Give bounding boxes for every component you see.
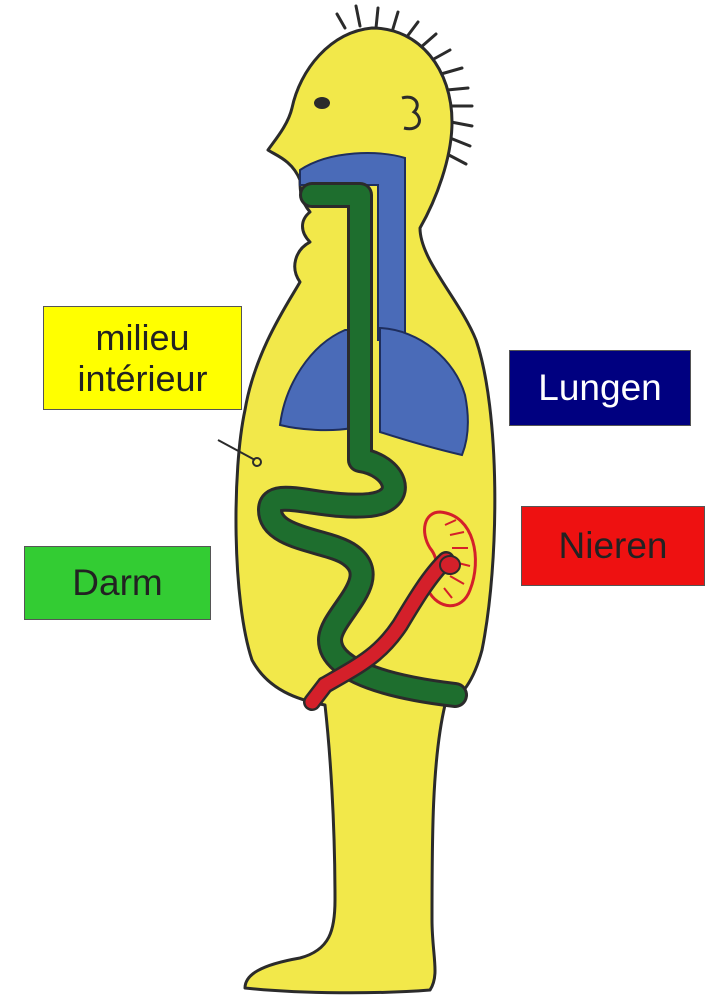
nieren-label: Nieren [521, 506, 705, 586]
darm-label: Darm [24, 546, 211, 620]
milieu-label-line2: intérieur [77, 358, 207, 399]
renal-pelvis [440, 556, 460, 574]
lungen-label-text: Lungen [538, 367, 661, 410]
milieu-interieur-label: milieu intérieur [43, 306, 242, 410]
nieren-label-text: Nieren [559, 525, 668, 568]
lungen-label: Lungen [509, 350, 691, 426]
eye-icon [314, 97, 330, 109]
milieu-label-line1: milieu [95, 317, 189, 358]
darm-label-text: Darm [72, 562, 162, 605]
